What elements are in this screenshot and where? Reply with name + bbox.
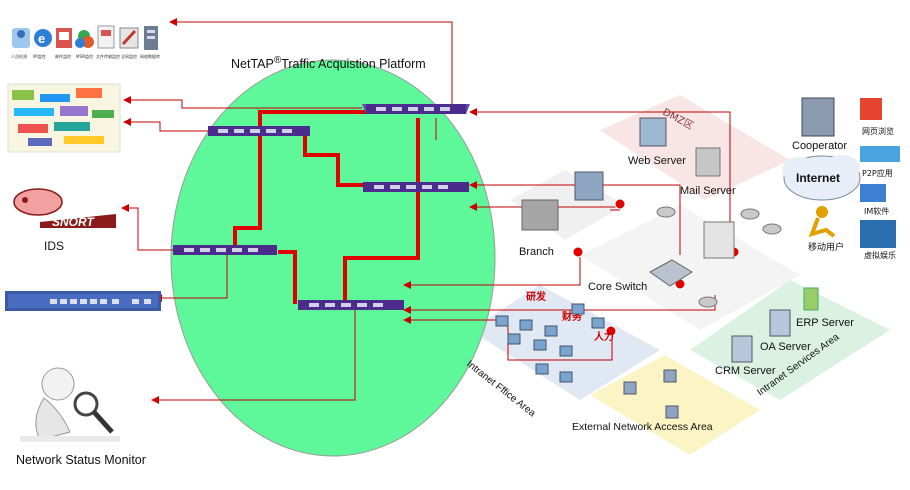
tap-device-bottom[interactable] [298,300,404,310]
mail-server-label: Mail Server [680,185,736,197]
svg-text:人员检测: 人员检测 [11,53,27,59]
branch-node: Branch [519,171,604,258]
mobile-user: 移动用户 [808,206,844,253]
svg-text:网络数据库: 网络数据库 [140,53,160,59]
routers [656,206,782,308]
svg-text:移动用户: 移动用户 [808,241,844,253]
monitoring-toolbar: e 人员检测 IM监控 邮件监控 MSN监控 文件传输监控 全网监控 网络数据库 [11,25,160,59]
flow-analysis-screenshot [7,83,121,153]
svg-text:P2P应用: P2P应用 [862,168,893,178]
svg-text:e: e [38,31,45,46]
svg-text:MSN监控: MSN监控 [76,53,93,59]
erp-server-icon [803,287,819,311]
svg-text:IM软件: IM软件 [864,206,889,216]
file-icon [97,25,115,49]
proxy-icon [119,27,139,49]
svg-text:文件传输监控: 文件传输监控 [96,53,120,59]
db-icon [144,26,158,50]
svg-text:CRM Server: CRM Server [715,365,776,377]
tap-device-left[interactable] [173,245,277,255]
web-server-label: Web Server [628,155,686,167]
web-server-icon [639,117,667,147]
building-icon [801,97,835,137]
svg-text:IM监控: IM监控 [33,53,46,59]
svg-text:Cooperator: Cooperator [792,140,847,152]
svg-text:External Network Access Area: External Network Access Area [572,421,713,433]
people-icon [12,28,30,48]
tap-device-top-right[interactable] [362,104,470,114]
traffic-acquisition-platform [170,59,496,457]
svg-text:Internet: Internet [796,171,840,185]
network-status-monitor-label: Network Status Monitor [16,453,146,467]
svg-text:ERP Server: ERP Server [796,317,854,329]
internet-cloud: Internet [782,155,861,201]
snort-logo: SNORT [4,185,120,231]
nettap-appliance [5,291,161,311]
svg-text:虚拟娱乐: 虚拟娱乐 [864,250,896,260]
svg-text:Branch: Branch [519,246,554,258]
core-switch: Core Switch [588,259,693,293]
mail-server-icon [695,147,721,177]
tap-device-middle[interactable] [363,182,469,192]
svg-text:研发: 研发 [526,290,547,303]
svg-text:SNORT: SNORT [52,215,95,229]
magnifier-person-icon [20,367,120,442]
msn-icon [75,30,94,48]
tap-device-top-left[interactable] [208,126,310,136]
tap-output-lines [121,18,453,404]
network-zones [470,95,890,455]
external-access-area: External Network Access Area [572,369,713,433]
platform-title: NetTAP®Traffic Acquistion Platform [231,55,426,71]
app-list: 网页浏览 P2P应用 IM软件 虚拟娱乐 [860,98,900,260]
svg-text:Core Switch: Core Switch [588,281,647,293]
mail-icon [56,28,72,48]
svg-text:全网监控: 全网监控 [121,53,137,59]
svg-text:Intranet Fffice Area: Intranet Fffice Area [464,359,538,420]
svg-text:网页浏览: 网页浏览 [862,126,894,136]
ie-icon: e [34,29,52,47]
server-icon [574,171,604,201]
svg-text:人力: 人力 [594,330,614,343]
ids-label: IDS [44,239,64,253]
oa-server-icon [769,309,791,337]
factory-icon [521,199,559,231]
crm-server-icon [731,335,753,363]
svg-text:OA Server: OA Server [760,341,811,353]
svg-text:邮件监控: 邮件监控 [55,53,71,59]
cooperator-node: Cooperator [792,97,847,152]
